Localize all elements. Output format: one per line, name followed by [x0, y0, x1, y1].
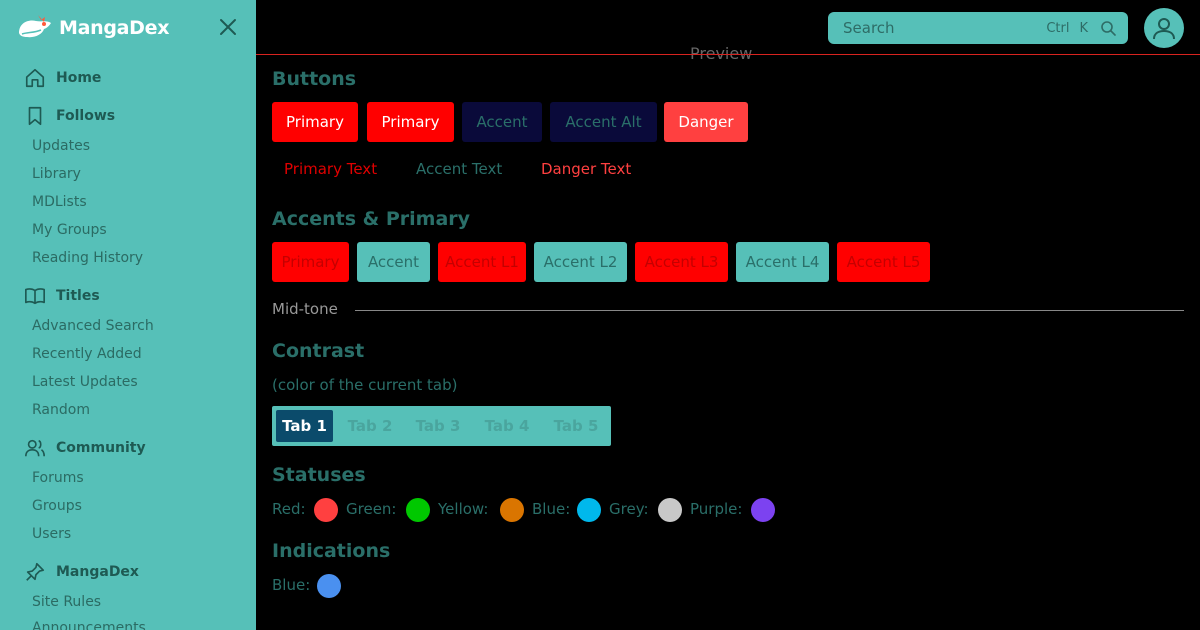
shortcut-key: K — [1079, 20, 1088, 36]
sidebar-section-label: Follows — [56, 108, 116, 124]
sidebar-item-latest-updates[interactable]: Latest Updates — [32, 374, 138, 390]
primary-chip: Primary — [272, 242, 349, 282]
accent-alt-button[interactable]: Accent Alt — [550, 102, 657, 142]
status-blue-dot — [577, 498, 601, 522]
sidebar-item-updates[interactable]: Updates — [32, 138, 90, 154]
status-red-dot — [314, 498, 338, 522]
accent-l1-chip: Accent L1 — [438, 242, 526, 282]
pin-icon — [26, 562, 45, 581]
sidebar-item-library[interactable]: Library — [32, 166, 81, 182]
status-purple-label: Purple: — [690, 500, 743, 518]
sidebar: MangaDex Home Follows Updates Library MD… — [0, 0, 256, 630]
sidebar-item-site-rules[interactable]: Site Rules — [32, 594, 102, 610]
indications-heading: Indications — [272, 540, 391, 562]
user-icon — [1153, 18, 1175, 40]
status-yellow-label: Yellow: — [438, 500, 489, 518]
status-yellow-dot — [500, 498, 524, 522]
avatar[interactable] — [1144, 8, 1184, 48]
accent-button[interactable]: Accent — [462, 102, 542, 142]
primary-button[interactable]: Primary — [272, 102, 358, 142]
statuses-heading: Statuses — [272, 464, 366, 486]
search-placeholder: Search — [843, 19, 895, 37]
tab-2[interactable]: Tab 2 — [347, 417, 393, 435]
danger-button[interactable]: Danger — [664, 102, 748, 142]
accent-chip: Accent — [357, 242, 430, 282]
sidebar-item-mangadex[interactable]: MangaDex — [24, 560, 139, 584]
tab-5[interactable]: Tab 5 — [553, 417, 599, 435]
sidebar-item-groups[interactable]: Groups — [32, 498, 82, 514]
buttons-heading: Buttons — [272, 68, 357, 90]
sidebar-item-my-groups[interactable]: My Groups — [32, 222, 107, 238]
close-icon[interactable] — [218, 17, 238, 37]
sidebar-item-recently-added[interactable]: Recently Added — [32, 346, 142, 362]
sidebar-section-label: Community — [56, 440, 146, 456]
sidebar-section-label: Home — [56, 70, 102, 86]
preview-label: Preview — [690, 44, 753, 63]
status-green-label: Green: — [346, 500, 397, 518]
sidebar-section-label: MangaDex — [56, 564, 139, 580]
users-icon — [25, 439, 45, 457]
midtone-label: Mid-tone — [272, 300, 338, 318]
accent-l4-chip: Accent L4 — [736, 242, 829, 282]
accent-text-button[interactable]: Accent Text — [416, 160, 503, 178]
sidebar-item-follows[interactable]: Follows — [24, 104, 115, 128]
midtone-divider — [355, 310, 1184, 311]
search-icon[interactable] — [1100, 20, 1116, 36]
sidebar-item-random[interactable]: Random — [32, 402, 90, 418]
sidebar-item-users[interactable]: Users — [32, 526, 72, 542]
brand-name: MangaDex — [59, 17, 170, 39]
status-red-label: Red: — [272, 500, 306, 518]
indication-blue-dot — [317, 574, 341, 598]
sidebar-item-titles[interactable]: Titles — [24, 284, 100, 308]
sidebar-section-label: Titles — [56, 288, 100, 304]
status-blue-label: Blue: — [532, 500, 571, 518]
home-icon — [25, 68, 45, 88]
book-icon — [25, 288, 45, 305]
accents-heading: Accents & Primary — [272, 208, 471, 230]
mangadex-logo-icon — [19, 15, 51, 38]
brand[interactable]: MangaDex — [16, 10, 170, 46]
bookmark-icon — [28, 106, 42, 126]
status-purple-dot — [751, 498, 775, 522]
contrast-heading: Contrast — [272, 340, 365, 362]
sidebar-item-announcements[interactable]: Announcements — [32, 620, 146, 630]
indication-blue-label: Blue: — [272, 576, 311, 594]
topbar-divider — [256, 54, 1200, 55]
tab-4[interactable]: Tab 4 — [484, 417, 530, 435]
search-input[interactable]: Search Ctrl K — [828, 12, 1128, 44]
shortcut-ctrl: Ctrl — [1046, 20, 1070, 36]
sidebar-item-advanced-search[interactable]: Advanced Search — [32, 318, 154, 334]
primary-text-button[interactable]: Primary Text — [284, 160, 378, 178]
tab-bar: Tab 1 Tab 2 Tab 3 Tab 4 Tab 5 — [272, 406, 611, 446]
sidebar-item-forums[interactable]: Forums — [32, 470, 84, 486]
status-grey-label: Grey: — [609, 500, 649, 518]
contrast-subtitle: (color of the current tab) — [272, 376, 458, 394]
sidebar-item-reading-history[interactable]: Reading History — [32, 250, 144, 266]
tab-3[interactable]: Tab 3 — [415, 417, 461, 435]
accent-l3-chip: Accent L3 — [635, 242, 728, 282]
danger-text-button[interactable]: Danger Text — [541, 160, 632, 178]
sidebar-item-mdlists[interactable]: MDLists — [32, 194, 87, 210]
accent-l5-chip: Accent L5 — [837, 242, 930, 282]
accent-l2-chip: Accent L2 — [534, 242, 627, 282]
tab-1[interactable]: Tab 1 — [276, 410, 333, 442]
status-grey-dot — [658, 498, 682, 522]
status-green-dot — [406, 498, 430, 522]
primary-button[interactable]: Primary — [367, 102, 454, 142]
sidebar-item-home[interactable]: Home — [24, 66, 101, 90]
sidebar-item-community[interactable]: Community — [24, 436, 146, 460]
